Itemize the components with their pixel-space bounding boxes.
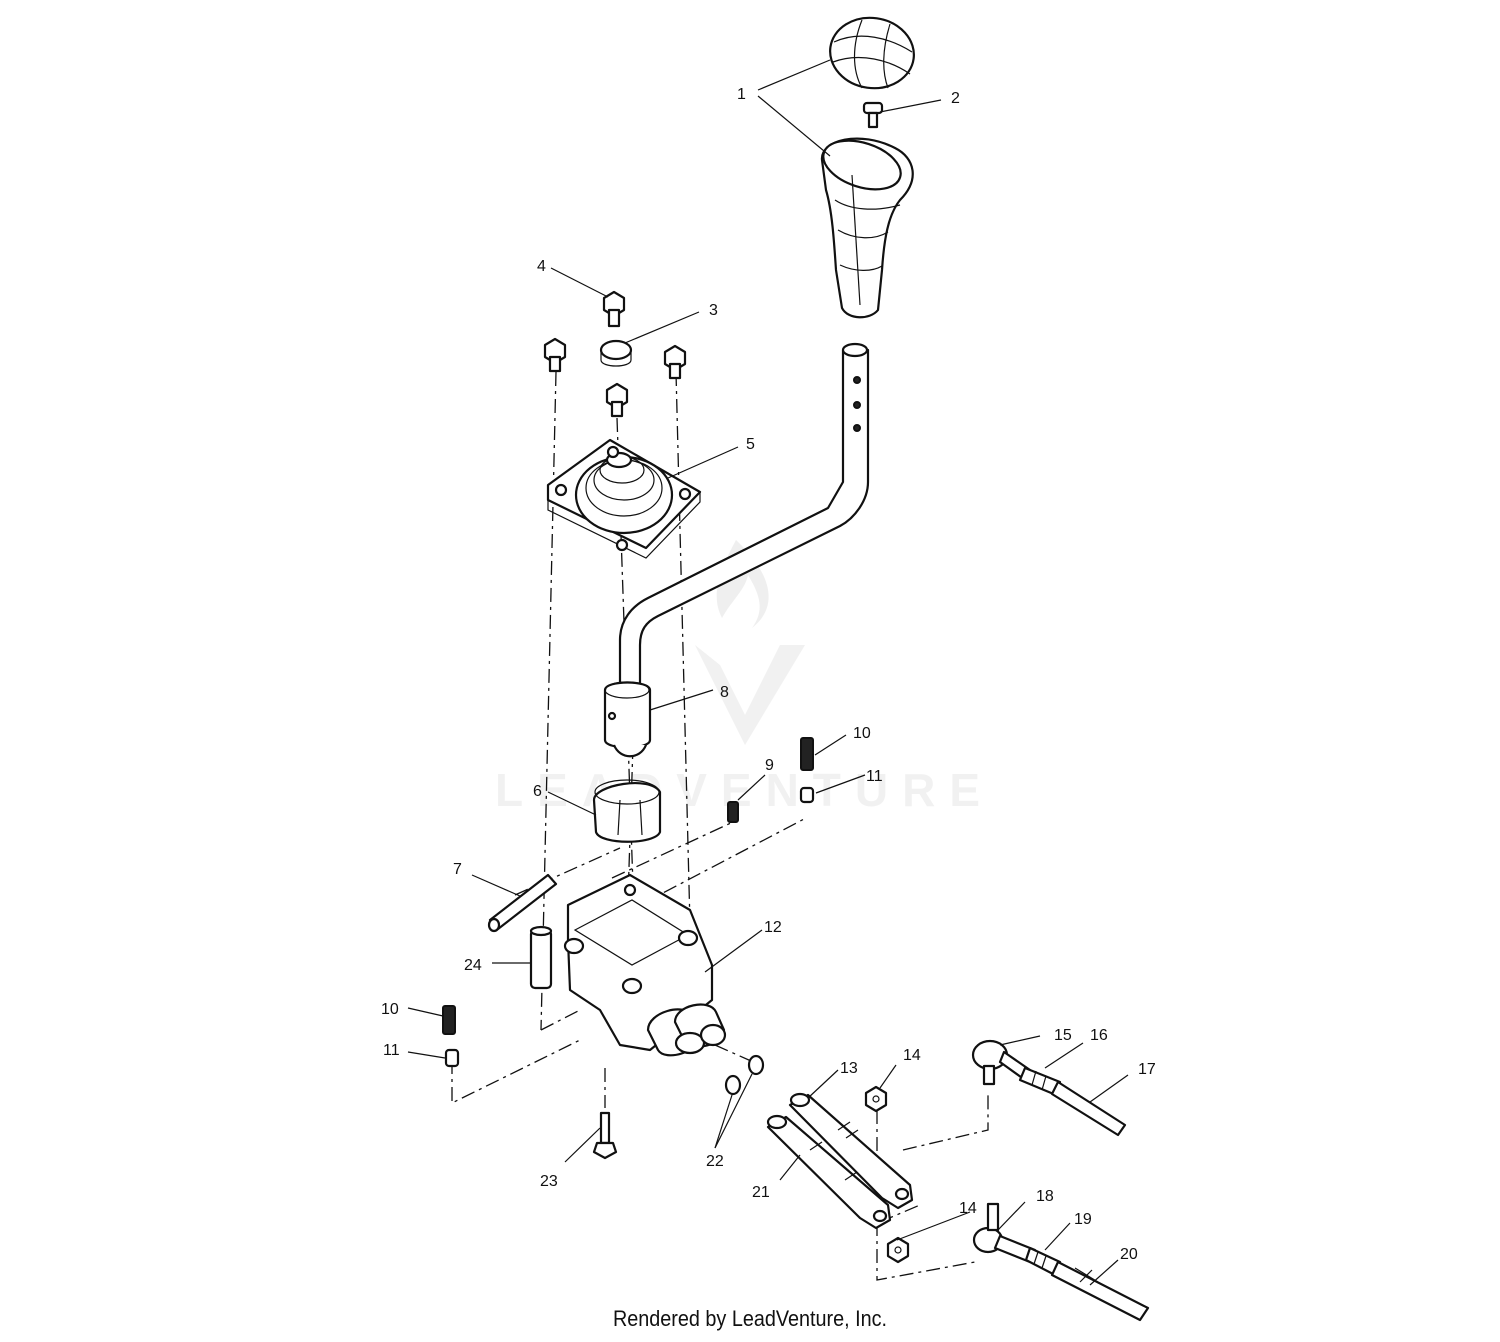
dowel-pin	[529, 925, 553, 990]
callout-16: 16	[1090, 1027, 1108, 1044]
callout-15: 15	[1054, 1027, 1072, 1044]
callout-19: 19	[1074, 1211, 1092, 1228]
detent-ball	[444, 1048, 460, 1068]
o-ring	[747, 1054, 765, 1076]
detent-ball	[799, 786, 815, 804]
mounting-bolt	[543, 337, 567, 373]
shift-boot-plate	[546, 438, 702, 559]
callout-1: 1	[737, 86, 746, 103]
mounting-bolt	[663, 344, 687, 380]
rod-end-lower	[972, 1202, 1037, 1264]
callout-24: 24	[464, 957, 482, 974]
detent-spring	[800, 737, 814, 771]
callout-12: 12	[764, 919, 782, 936]
shift-cable-lower	[1024, 1246, 1150, 1322]
callout-11-upper: 11	[866, 768, 883, 785]
shifter-housing	[563, 873, 727, 1057]
knob-screw	[862, 101, 884, 129]
callout-5: 5	[746, 436, 755, 453]
callout-10-upper: 10	[853, 725, 871, 742]
callout-11-lower: 11	[383, 1042, 400, 1059]
callout-6: 6	[533, 783, 542, 800]
callout-3: 3	[709, 302, 718, 319]
callout-14-lower: 14	[959, 1200, 977, 1217]
shift-lever-rod	[603, 342, 870, 758]
callout-numbers: 1 2 3 4 5 6 7 8 9 10 10 11 11 12 13 14 1…	[381, 86, 1156, 1263]
callout-23: 23	[540, 1173, 558, 1190]
callout-20: 20	[1120, 1246, 1138, 1263]
shift-rod-upper	[788, 1092, 914, 1210]
callout-22: 22	[706, 1153, 724, 1170]
callout-10-lower: 10	[381, 1001, 399, 1018]
detent-spring	[727, 801, 739, 823]
assembly-centerlines	[451, 371, 989, 1281]
render-credit: Rendered by LeadVenture, Inc.	[612, 1306, 888, 1331]
callout-9: 9	[765, 757, 774, 774]
callout-13: 13	[840, 1060, 858, 1077]
pivot-pin	[487, 873, 558, 933]
shift-knob-body	[820, 137, 914, 319]
callout-8: 8	[720, 684, 729, 701]
shift-rod-lower	[766, 1114, 892, 1230]
callout-21: 21	[752, 1184, 770, 1201]
mounting-bolt	[605, 382, 629, 418]
housing-bolt	[592, 1111, 618, 1160]
callout-7: 7	[453, 861, 462, 878]
callout-14-upper: 14	[903, 1047, 921, 1064]
detent-spring	[442, 1005, 456, 1035]
retaining-ring	[599, 339, 633, 367]
hex-nut	[886, 1236, 910, 1264]
shift-cable-upper	[1018, 1066, 1127, 1137]
shift-knob-cap	[829, 16, 915, 90]
callout-4: 4	[537, 258, 546, 275]
mounting-bolt	[602, 290, 626, 328]
o-ring	[724, 1074, 742, 1096]
callout-leader-lines	[407, 59, 1129, 1286]
callout-2: 2	[951, 90, 960, 107]
watermark-text: LEADVENTURE	[495, 764, 994, 816]
callout-17: 17	[1138, 1061, 1156, 1078]
shift-bushing	[592, 779, 662, 843]
leadventure-watermark: LEADVENTURE	[495, 540, 994, 816]
hex-nut	[864, 1085, 888, 1113]
callout-18: 18	[1036, 1188, 1054, 1205]
